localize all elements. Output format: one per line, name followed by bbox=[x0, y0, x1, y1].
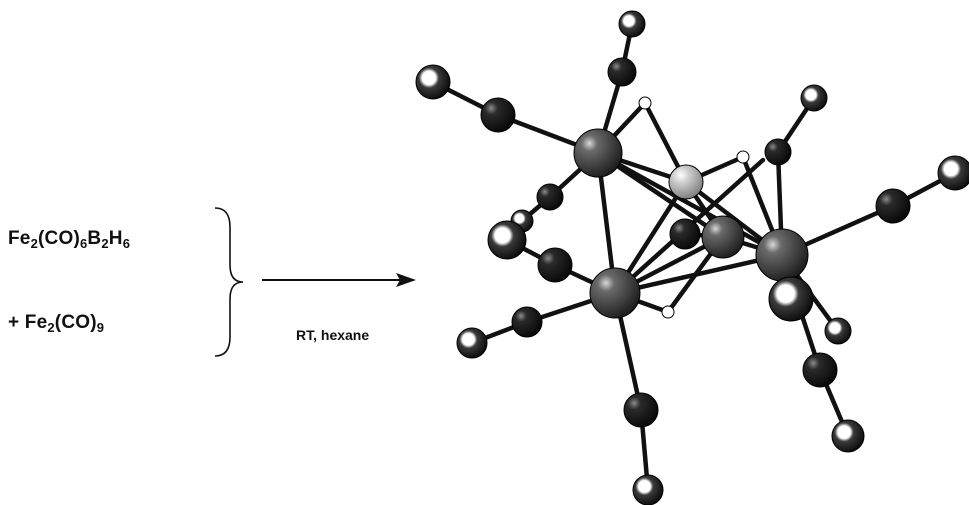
hydrogen-atom bbox=[638, 96, 652, 110]
reactant-fe2co9: + Fe2(CO)9 bbox=[8, 312, 105, 335]
oxygen-atom bbox=[824, 317, 852, 345]
oxygen-atom bbox=[768, 276, 814, 322]
reactant-fe2co6b2h6: Fe2(CO)6B2H6 bbox=[8, 228, 131, 251]
iron-atom bbox=[573, 128, 623, 178]
carbon-atom bbox=[875, 188, 911, 224]
oxygen-atom bbox=[937, 155, 969, 191]
oxygen-atom bbox=[456, 327, 488, 359]
iron-atom bbox=[589, 267, 641, 319]
iron-atom bbox=[755, 228, 809, 282]
oxygen-atom bbox=[632, 474, 664, 505]
oxygen-atom bbox=[618, 10, 646, 38]
carbon-atom bbox=[764, 138, 792, 166]
hydrogen-atom bbox=[661, 305, 675, 319]
carbon-atom bbox=[623, 392, 659, 428]
carbon-atom bbox=[607, 57, 637, 87]
carbon-atom bbox=[536, 183, 564, 211]
atom-spheres bbox=[415, 10, 969, 505]
oxygen-atom bbox=[800, 84, 828, 112]
carbon-atom bbox=[802, 352, 838, 388]
oxygen-atom bbox=[415, 64, 451, 100]
carbon-atom bbox=[537, 247, 573, 283]
carbon-atom bbox=[480, 97, 516, 133]
oxygen-atom bbox=[487, 220, 527, 260]
hydrogen-atom bbox=[736, 150, 750, 164]
reaction-arrow bbox=[262, 273, 416, 287]
oxygen-atom bbox=[831, 419, 865, 453]
grouping-brace bbox=[214, 207, 244, 357]
carbon-atom bbox=[669, 218, 701, 250]
boron-atom bbox=[668, 164, 704, 200]
iron-atom bbox=[701, 215, 745, 259]
carbon-atom bbox=[511, 306, 543, 338]
reaction-conditions: RT, hexane bbox=[296, 327, 370, 343]
